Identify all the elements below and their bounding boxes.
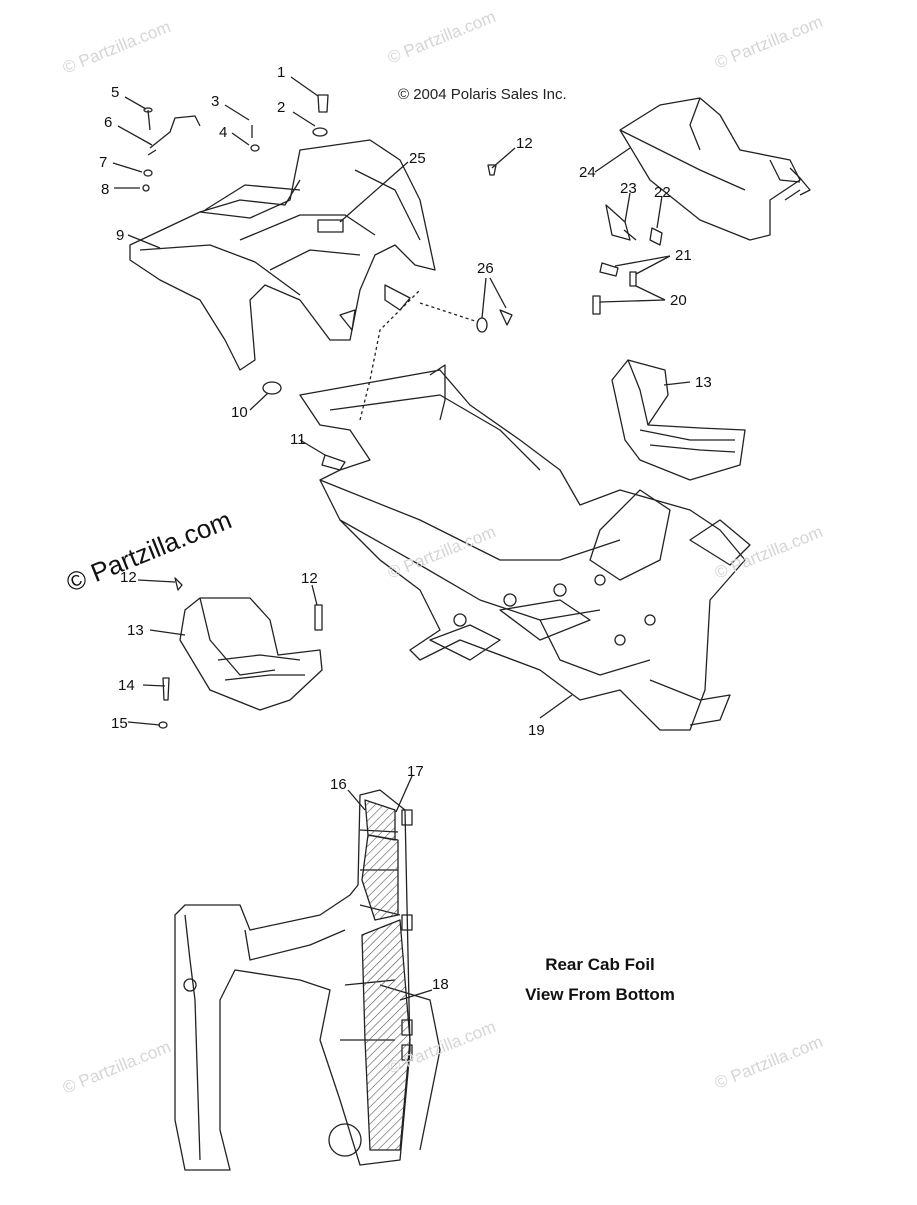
footwell-left	[158, 577, 323, 729]
seat-latch-parts	[592, 204, 663, 315]
footwell-right	[611, 359, 746, 481]
callout-19: 19	[528, 722, 545, 739]
callout-20: 20	[670, 292, 687, 309]
callout-13b: 13	[127, 622, 144, 639]
callout-15: 15	[111, 715, 128, 732]
caption-line-1: Rear Cab Foil	[545, 955, 655, 974]
callout-10: 10	[231, 404, 248, 421]
callout-5: 5	[111, 84, 119, 101]
callout-22: 22	[654, 184, 671, 201]
callout-26: 26	[477, 260, 494, 277]
rear-cab	[129, 139, 436, 371]
hardware-parts	[142, 94, 513, 395]
callout-4: 4	[219, 124, 227, 141]
callout-14: 14	[118, 677, 135, 694]
callout-6: 6	[104, 114, 112, 131]
callout-12b: 12	[120, 569, 137, 586]
seat	[619, 97, 811, 241]
leader-lines	[112, 76, 691, 1001]
callout-21: 21	[675, 247, 692, 264]
frame	[299, 364, 751, 731]
callout-16: 16	[330, 776, 347, 793]
callout-11: 11	[290, 431, 306, 448]
callout-25: 25	[409, 150, 426, 167]
callout-9: 9	[116, 227, 124, 244]
callout-labels: 1 2 3 4 5 6 7 8 9 10 11 12 12 12 13 13 1…	[99, 64, 712, 993]
callout-18: 18	[432, 976, 449, 993]
callout-1: 1	[277, 64, 285, 81]
callout-7: 7	[99, 154, 107, 171]
callout-17: 17	[407, 763, 424, 780]
callout-8: 8	[101, 181, 109, 198]
copyright-notice: © 2004 Polaris Sales Inc.	[398, 86, 567, 103]
rear-cab-foil-caption: Rear Cab Foil View From Bottom	[500, 950, 700, 1010]
caption-line-2: View From Bottom	[525, 985, 675, 1004]
callout-2: 2	[277, 99, 285, 116]
callout-24: 24	[579, 164, 596, 181]
callout-12a: 12	[516, 135, 533, 152]
callout-13a: 13	[695, 374, 712, 391]
callout-23: 23	[620, 180, 637, 197]
callout-3: 3	[211, 93, 219, 110]
callout-12c: 12	[301, 570, 318, 587]
rear-cab-foil-view	[174, 789, 441, 1171]
